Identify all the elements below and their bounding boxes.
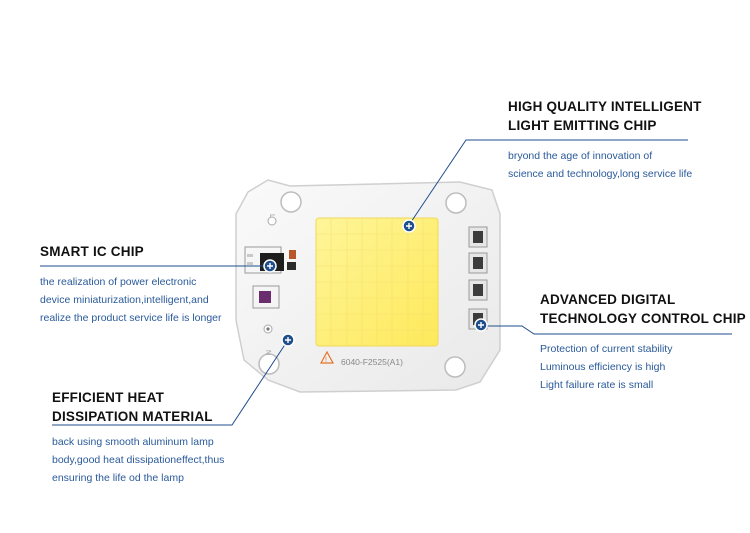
- feature-control-title: ADVANCED DIGITAL TECHNOLOGY CONTROL CHIP: [540, 290, 746, 328]
- feature-chip-desc-line2: science and technology,long service life: [508, 168, 693, 180]
- feature-chip-title-line2: LIGHT EMITTING CHIP: [508, 118, 657, 133]
- feature-ic-desc-line1: the realization of power electronic: [40, 276, 197, 288]
- mounting-hole: [445, 192, 467, 214]
- solder-pad: [266, 327, 270, 331]
- feature-heat-title: EFFICIENT HEAT DISSIPATION MATERIAL: [52, 388, 213, 426]
- feature-ic-description: the realization of power electronic devi…: [40, 273, 222, 327]
- feature-ic-desc-line3: realize the product service life is long…: [40, 312, 222, 324]
- warning-triangle-icon: [319, 350, 335, 364]
- ic-pin: [247, 262, 253, 265]
- mounting-hole: [444, 356, 466, 378]
- feature-chip-title-line1: HIGH QUALITY INTELLIGENT: [508, 99, 702, 114]
- led-die-grid: [316, 218, 438, 346]
- resistor: [287, 262, 296, 270]
- rectifier-outline: [252, 285, 280, 309]
- feature-heat-title-line2: DISSIPATION MATERIAL: [52, 409, 213, 424]
- feature-heat-desc-line2: body,good heat dissipationeffect,thus: [52, 454, 225, 466]
- plus-marker-icon: [263, 259, 277, 273]
- model-label: 6040-F2525(A1): [341, 357, 403, 367]
- feature-control-desc-line2: Luminous efficiency is high: [540, 361, 666, 373]
- feature-control-title-line1: ADVANCED DIGITAL: [540, 292, 676, 307]
- resistor: [289, 250, 296, 259]
- plus-marker-icon: [402, 219, 416, 233]
- feature-heat-desc-line3: ensuring the life od the lamp: [52, 472, 184, 484]
- callout-line-heat: [52, 339, 289, 426]
- feature-chip-desc-line1: bryond the age of innovation of: [508, 150, 653, 162]
- mounting-hole: [280, 191, 302, 213]
- pin-label-n: N: [264, 350, 271, 355]
- solder-pad: [267, 216, 277, 226]
- feature-heat-description: back using smooth aluminum lamp body,goo…: [52, 433, 224, 487]
- rectifier-chip: [259, 291, 271, 303]
- feature-control-desc-line3: Light failure rate is small: [540, 379, 654, 391]
- control-pad-core: [473, 257, 483, 269]
- feature-ic-title: SMART IC CHIP: [40, 244, 144, 259]
- mounting-hole: [258, 353, 280, 375]
- ic-pin: [247, 254, 253, 257]
- feature-heat-desc-line1: back using smooth aluminum lamp: [52, 436, 214, 448]
- feature-heat-title-line1: EFFICIENT HEAT: [52, 390, 165, 405]
- warning-mark: !: [325, 357, 327, 364]
- plus-marker-icon: [474, 318, 488, 332]
- control-pad-core: [473, 231, 483, 243]
- feature-control-title-line2: TECHNOLOGY CONTROL CHIP: [540, 311, 746, 326]
- callout-line-chip: [408, 139, 688, 226]
- feature-ic-desc-line2: device miniaturization,intelligent,and: [40, 294, 209, 306]
- feature-chip-title: HIGH QUALITY INTELLIGENT LIGHT EMITTING …: [508, 97, 702, 135]
- callout-line-control: [480, 325, 732, 335]
- plus-marker-icon: [281, 333, 295, 347]
- feature-chip-description: bryond the age of innovation of science …: [508, 147, 692, 183]
- feature-control-desc-line1: Protection of current stability: [540, 343, 673, 355]
- feature-control-description: Protection of current stability Luminous…: [540, 340, 672, 394]
- pin-label-l: L: [268, 214, 275, 218]
- control-pad-core: [473, 284, 483, 296]
